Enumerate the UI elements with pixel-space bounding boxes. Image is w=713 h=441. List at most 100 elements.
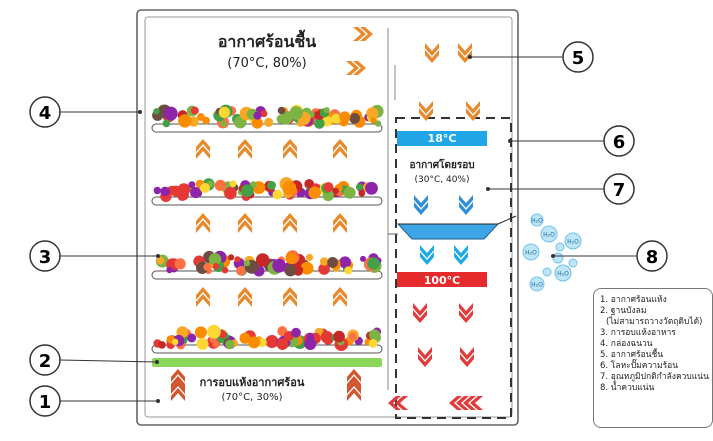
fruit: [370, 117, 377, 124]
fruit: [291, 327, 301, 338]
fruit: [229, 180, 237, 188]
fruit: [177, 183, 191, 196]
fruit: [221, 266, 229, 274]
svg-text:1: 1: [39, 392, 52, 413]
fruit: [218, 106, 231, 119]
fruit: [349, 113, 361, 124]
hot-air-drying-subtitle: (70°C, 30%): [221, 392, 282, 403]
fruit: [306, 332, 315, 341]
water-drop: H₂O: [530, 213, 544, 227]
fruit: [355, 183, 364, 191]
fruit: [339, 111, 351, 123]
legend-item-1: 1. อากาศร้อนแห้ง: [600, 295, 667, 305]
humid-air-title: อากาศร้อนชื้น: [218, 29, 316, 51]
fruit: [194, 326, 207, 339]
legend-item-7: 7. อุณหภูมิปกติกำลังควบแน่น: [600, 372, 709, 382]
water-drop: H₂O: [529, 276, 545, 292]
fruit: [264, 117, 274, 127]
hot-coil: [397, 272, 487, 287]
legend-item-6: 6. โลหะปั๊มความร้อน: [600, 361, 679, 371]
fruit: [319, 257, 329, 266]
fruit: [272, 258, 287, 273]
fruit: [208, 253, 222, 266]
fruit: [333, 330, 345, 343]
fruit: [214, 179, 226, 191]
insulation-box: [136, 9, 519, 426]
fruit: [277, 106, 286, 115]
fruit: [158, 341, 166, 349]
fruit: [228, 254, 235, 261]
svg-text:H₂O: H₂O: [525, 250, 537, 257]
water-drop: H₂O: [522, 243, 540, 261]
water-drop: [568, 258, 578, 268]
svg-text:H₂O: H₂O: [567, 239, 579, 246]
fruit: [234, 256, 241, 263]
heat-pump-box: [395, 117, 512, 419]
fruit: [360, 255, 366, 262]
fruit: [304, 337, 317, 350]
fruit: [166, 266, 173, 274]
water-tray: [396, 223, 500, 240]
water-drop: H₂O: [564, 232, 582, 250]
fruit: [241, 184, 254, 197]
wind-baffle: [152, 358, 382, 367]
fruit: [248, 336, 261, 349]
fruit: [365, 181, 378, 195]
fruit: [207, 324, 221, 339]
svg-text:H₂O: H₂O: [531, 218, 543, 225]
fruit: [163, 106, 178, 121]
legend: 1. อากาศร้อนแห้ง 2. ฐานบังลม (ไม่สามารถว…: [593, 288, 713, 428]
water-drop: [555, 242, 565, 252]
hot-temp: 100°C: [424, 274, 461, 287]
callout-7: 7: [603, 173, 635, 205]
fruit: [348, 332, 357, 341]
fruit: [367, 257, 380, 270]
legend-item-2: 2. ฐานบังลม: [600, 306, 647, 316]
fruit: [282, 181, 297, 195]
cold-temp: 18°C: [428, 132, 457, 145]
fruit: [323, 182, 334, 193]
fruit: [196, 337, 209, 350]
callout-8: 8: [636, 240, 668, 272]
callout-6: 6: [603, 125, 635, 157]
callout-5: 5: [562, 41, 594, 73]
fruit: [284, 264, 297, 277]
fruit: [251, 117, 263, 129]
fruit: [323, 107, 330, 114]
fruit: [368, 339, 378, 348]
fruit: [162, 119, 171, 128]
fruit: [308, 186, 321, 199]
legend-item-5: 5. อากาศร้อนชื้น: [600, 350, 664, 360]
fruit: [212, 263, 220, 270]
fruit: [305, 253, 314, 261]
fruit: [220, 120, 227, 127]
fruit: [190, 187, 202, 199]
fruit: [188, 181, 196, 189]
leader-lines: [59, 56, 637, 402]
legend-item-3: 3. การอบแห้งอาหาร: [600, 328, 676, 338]
fruit: [300, 261, 314, 275]
svg-text:4: 4: [39, 103, 52, 124]
callout-4: 4: [29, 96, 61, 128]
fruit: [304, 179, 314, 189]
leader-dots: [138, 55, 555, 403]
fruit: [253, 111, 262, 120]
svg-text:3: 3: [39, 247, 52, 268]
svg-text:7: 7: [613, 180, 626, 201]
fruit: [276, 338, 289, 350]
fruit: [374, 120, 382, 127]
fruit: [358, 189, 366, 197]
fruit: [153, 186, 161, 195]
callout-1: 1: [29, 385, 61, 417]
ambient-air-subtitle: (30°C, 40%): [415, 175, 470, 185]
water-drop: [542, 267, 552, 277]
fruit: [255, 253, 270, 267]
fruit: [332, 187, 339, 195]
fruit: [339, 256, 352, 269]
svg-text:H₂O: H₂O: [557, 271, 569, 278]
fruit: [187, 333, 197, 343]
water-drop: H₂O: [540, 225, 558, 243]
fruit: [267, 181, 276, 190]
